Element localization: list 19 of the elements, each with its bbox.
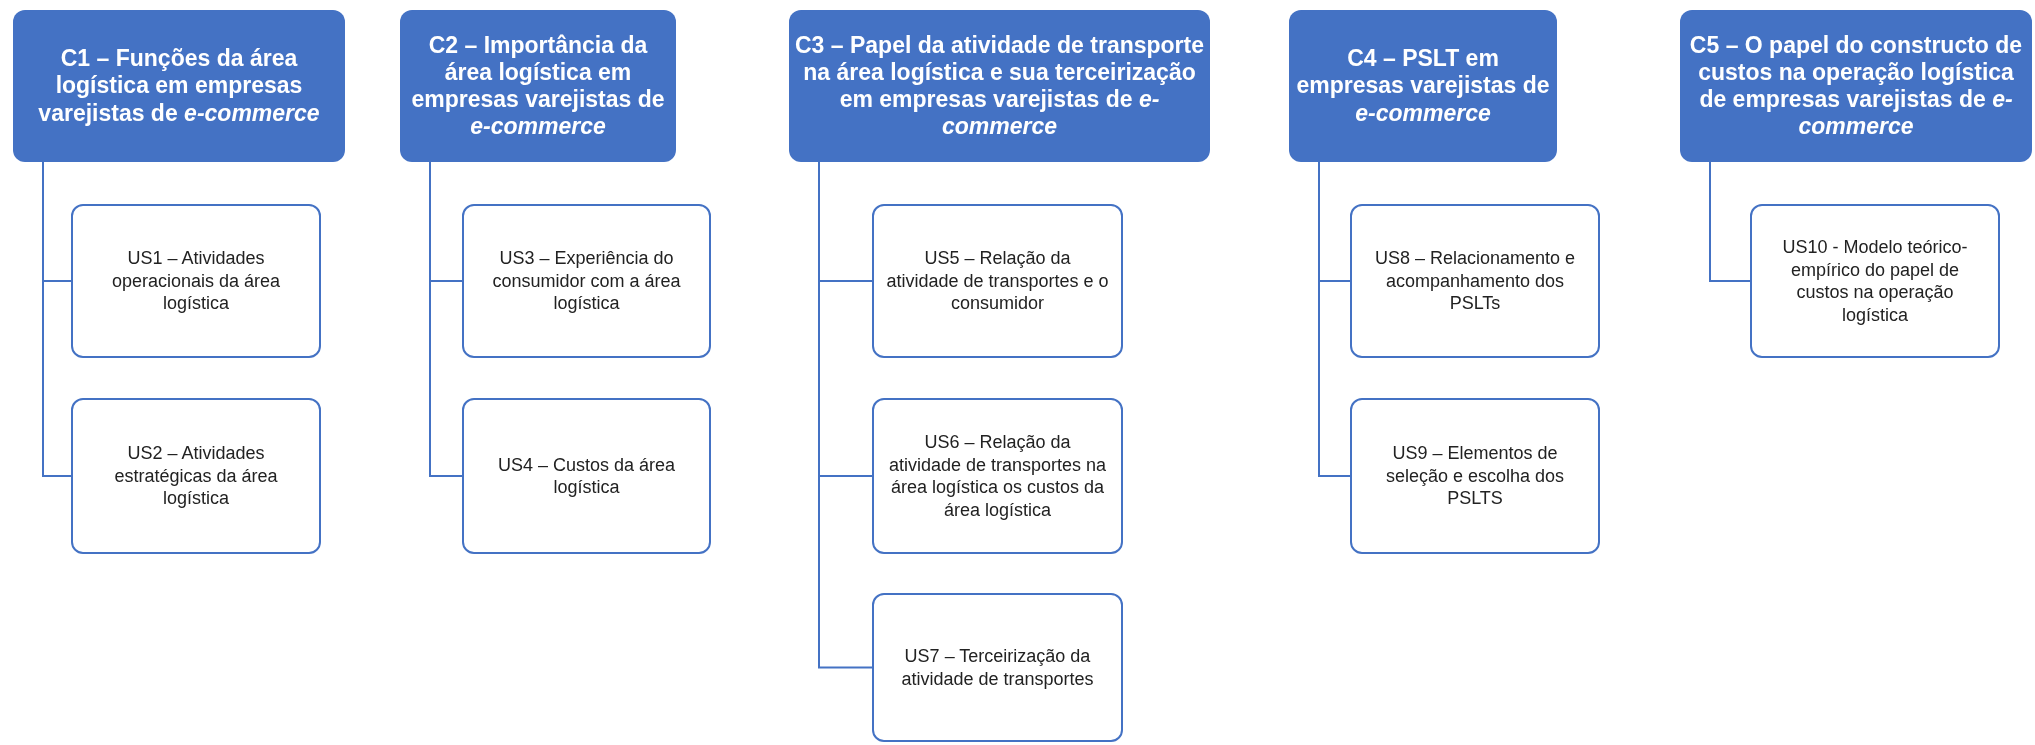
subcategory-box: US9 – Elementos de seleção e escolha dos PSLTS bbox=[1350, 398, 1600, 554]
subcategory-box: US6 – Relação da atividade de transportes na área logística os custos da área logística bbox=[872, 398, 1123, 554]
subcategory-box: US2 – Atividades estratégicas da área logística bbox=[71, 398, 321, 554]
connector-line bbox=[1318, 161, 1351, 477]
subcategory-box: US1 – Atividades operacionais da área logística bbox=[71, 204, 321, 358]
connector-line bbox=[42, 161, 72, 477]
category-box: C5 – O papel do constructo de custos na operação logística de empresas varejistas de e-commerce bbox=[1680, 10, 2032, 162]
subcategory-box: US4 – Custos da área logística bbox=[462, 398, 711, 554]
connector-line bbox=[1709, 161, 1751, 282]
subcategory-box: US10 - Modelo teórico-empírico do papel de custos na operação logística bbox=[1750, 204, 2000, 358]
subcategory-box: US7 – Terceirização da atividade de transportes bbox=[872, 593, 1123, 742]
category-box: C1 – Funções da área logística em empresas varejistas de e-commerce bbox=[13, 10, 345, 162]
connector-line bbox=[429, 161, 463, 477]
subcategory-box: US3 – Experiência do consumidor com a área logística bbox=[462, 204, 711, 358]
category-box: C4 – PSLT em empresas varejistas de e-commerce bbox=[1289, 10, 1557, 162]
subcategory-box: US5 – Relação da atividade de transportes e o consumidor bbox=[872, 204, 1123, 358]
category-box: C2 – Importância da área logística em empresas varejistas de e-commerce bbox=[400, 10, 676, 162]
category-box: C3 – Papel da atividade de transporte na área logística e sua terceirização em empresas varejistas de e-commerce bbox=[789, 10, 1210, 162]
subcategory-box: US8 – Relacionamento e acompanhamento dos PSLTs bbox=[1350, 204, 1600, 358]
